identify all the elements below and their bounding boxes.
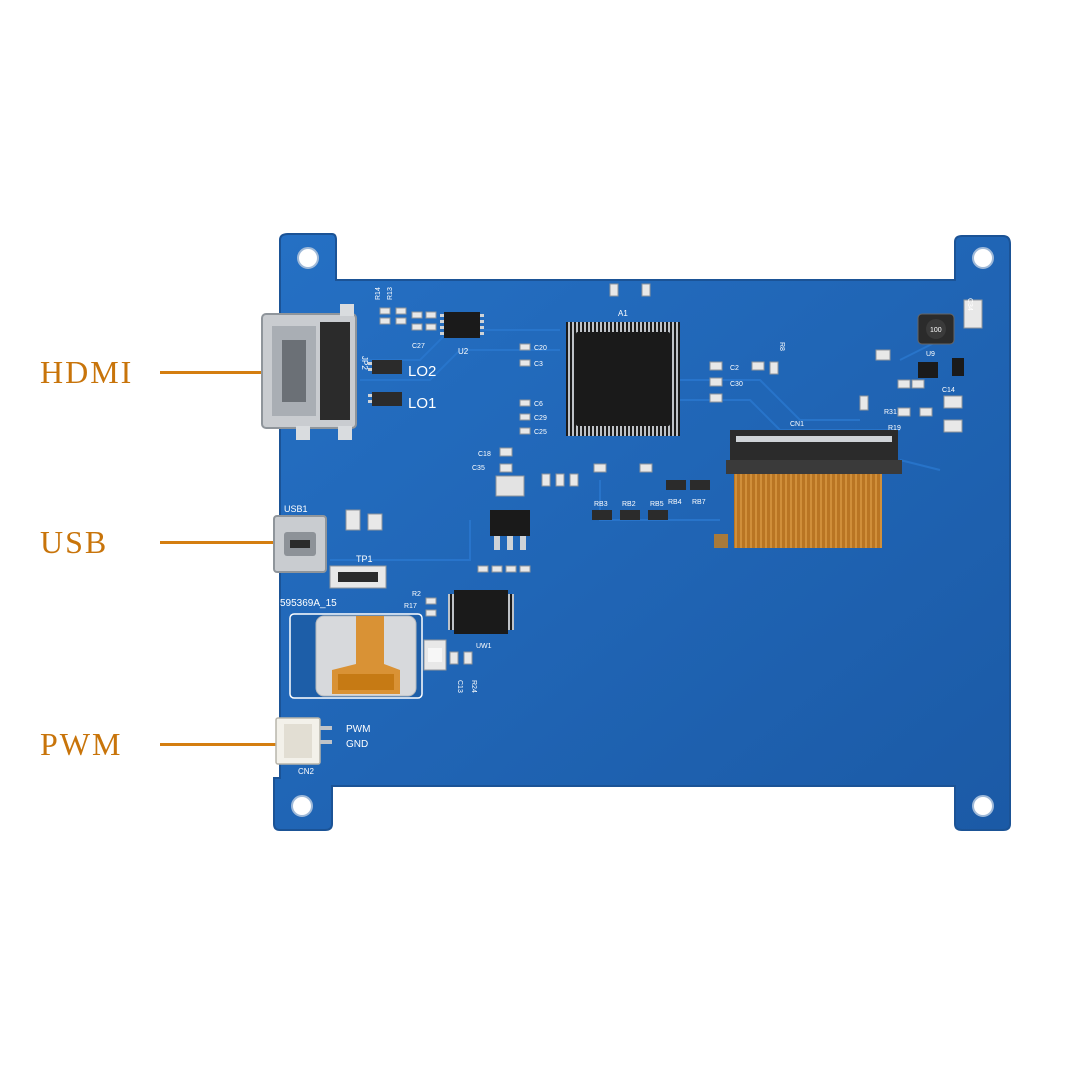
c20-label: C20 bbox=[534, 345, 547, 352]
rb5-label: RB5 bbox=[650, 501, 664, 508]
c34-label: C34 bbox=[966, 298, 973, 311]
c35-label: C35 bbox=[472, 465, 485, 472]
rb2-label: RB2 bbox=[622, 501, 636, 508]
c13-label: C13 bbox=[456, 680, 463, 693]
u9-label: U9 bbox=[926, 351, 935, 358]
c3-label: C3 bbox=[534, 361, 543, 368]
power-inductor bbox=[917, 313, 955, 345]
c2-label: C2 bbox=[730, 365, 739, 372]
hdmi-callout-label: HDMI bbox=[40, 354, 134, 390]
tactile-button bbox=[423, 639, 447, 671]
u2-label: U2 bbox=[458, 347, 469, 356]
r14-label: R14 bbox=[375, 287, 382, 300]
c30-label: C30 bbox=[730, 381, 743, 388]
u9-chip bbox=[918, 358, 964, 378]
inductor-marking: 100 bbox=[930, 327, 942, 334]
hdmi-callout: HDMI bbox=[0, 352, 300, 392]
rb3-label: RB3 bbox=[594, 501, 608, 508]
u2-chip bbox=[440, 312, 484, 338]
uw1-label: UW1 bbox=[476, 643, 492, 650]
jp2-label: JP2 bbox=[360, 356, 369, 370]
cn1-label: CN1 bbox=[790, 421, 804, 428]
usb-callout-line bbox=[160, 541, 280, 544]
c27-label: C27 bbox=[412, 343, 425, 350]
c18-label: C18 bbox=[478, 451, 491, 458]
main-controller-chip bbox=[566, 322, 680, 436]
pwm-callout-label: PWM bbox=[40, 726, 123, 762]
lo1-label: LO1 bbox=[408, 395, 436, 412]
touch-flex-area bbox=[289, 613, 423, 699]
r17-label: R17 bbox=[404, 603, 417, 610]
rb4-label: RB4 bbox=[668, 499, 682, 506]
lo2-label: LO2 bbox=[408, 363, 436, 380]
c6-label: C6 bbox=[534, 401, 543, 408]
pwm-callout: PWM bbox=[0, 724, 300, 764]
c25-label: C25 bbox=[534, 429, 547, 436]
part-number-label: 595369A_15 bbox=[280, 598, 337, 609]
r19-label: R19 bbox=[888, 425, 901, 432]
usb-callout: USB bbox=[0, 522, 300, 562]
mount-hole-bottom-left bbox=[291, 795, 313, 817]
fpc-connector-cn1 bbox=[714, 430, 902, 548]
cn2-label: CN2 bbox=[298, 767, 315, 776]
resistor-networks bbox=[592, 480, 710, 520]
hdmi-callout-line bbox=[160, 371, 280, 374]
r31-label: R31 bbox=[884, 409, 897, 416]
c14-label: C14 bbox=[942, 387, 955, 394]
a1-label: A1 bbox=[618, 309, 628, 318]
mount-hole-bottom-right bbox=[972, 795, 994, 817]
r2-label: R2 bbox=[412, 591, 421, 598]
voltage-regulator bbox=[490, 475, 530, 550]
usb-callout-label: USB bbox=[40, 524, 109, 560]
passive-components bbox=[345, 283, 983, 665]
gnd-pin-label: GND bbox=[346, 739, 368, 750]
r13-label: R13 bbox=[387, 287, 394, 300]
mount-hole-top-left bbox=[297, 247, 319, 269]
usb-connector bbox=[273, 515, 327, 573]
resistor-arrays-hdmi bbox=[368, 360, 402, 406]
hdmi-connector bbox=[261, 304, 357, 440]
tp1-connector bbox=[329, 565, 387, 589]
pwm-connector-cn2 bbox=[275, 717, 332, 765]
pwm-pin-label: PWM bbox=[346, 724, 370, 735]
rb7-label: RB7 bbox=[692, 499, 706, 506]
r8-label: R8 bbox=[778, 342, 785, 351]
c29-label: C29 bbox=[534, 415, 547, 422]
uw1-chip bbox=[448, 590, 514, 634]
pwm-callout-line bbox=[160, 743, 280, 746]
pcb-outline bbox=[273, 233, 1011, 831]
mount-hole-top-right bbox=[972, 247, 994, 269]
usb1-label: USB1 bbox=[284, 504, 308, 514]
r24-label: R24 bbox=[470, 680, 477, 693]
tp1-label: TP1 bbox=[356, 554, 373, 564]
